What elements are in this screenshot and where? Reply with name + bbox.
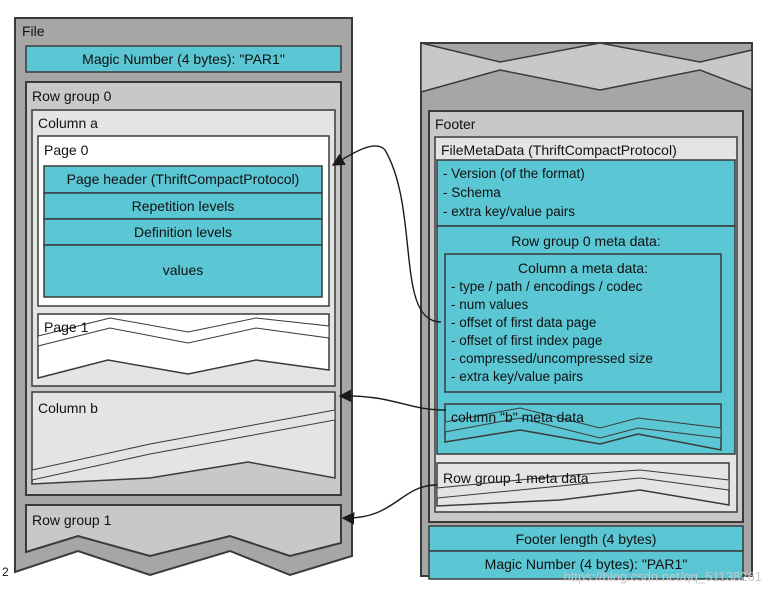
file-metadata-title: FileMetaData (ThriftCompactProtocol) (441, 142, 677, 158)
column-a-metadata-item: - offset of first data page (451, 315, 596, 330)
page-header-block (43, 165, 323, 194)
row-group-1-label: Row group 1 (32, 512, 112, 528)
magic-number-top-label: Magic Number (4 bytes): "PAR1" (82, 51, 285, 67)
row-group-1-metadata: Row group 1 meta data (436, 462, 730, 507)
column-a-metadata-item: - compressed/uncompressed size (451, 351, 653, 366)
column-a-metadata-item: - num values (451, 297, 529, 312)
row-group-0-metadata-title: Row group 0 meta data: (511, 233, 660, 249)
row-group-1-metadata-label: Row group 1 meta data (443, 470, 589, 486)
magic-number-top: Magic Number (4 bytes): "PAR1" (25, 45, 342, 73)
arrow-column-a-to-page-0 (331, 145, 442, 323)
magic-number-bottom-label: Magic Number (4 bytes): "PAR1" (485, 556, 688, 572)
file-label: File (22, 23, 45, 39)
column-a-metadata-item: - offset of first index page (451, 333, 602, 348)
column-b-metadata: column "b" meta data (444, 403, 722, 451)
column-a-metadata-title: Column a meta data: (518, 260, 648, 276)
footer-length-label: Footer length (4 bytes) (516, 531, 657, 547)
arrow-row-group-1-meta-to-row-group-1 (341, 484, 438, 525)
magic-number-bottom: Magic Number (4 bytes): "PAR1" (428, 550, 744, 580)
row-group-1: Row group 1 (25, 504, 342, 558)
column-a-metadata-item: - extra key/value pairs (451, 369, 583, 384)
page-0-label: Page 0 (44, 142, 89, 158)
column-a-metadata (444, 253, 722, 393)
definition-levels-label: Definition levels (134, 224, 232, 240)
column-a-metadata-item: - type / path / encodings / codec (451, 279, 643, 294)
file-metadata-item: - Schema (443, 185, 501, 200)
column-b: Column b (31, 391, 336, 485)
page-1: Page 1 (37, 313, 330, 379)
page-header-label: Page header (ThriftCompactProtocol) (67, 171, 300, 187)
watermark-text: https://blog.csdn.net/qq_51138261 (563, 569, 762, 584)
column-a-label: Column a (38, 115, 98, 131)
footer-length: Footer length (4 bytes) (428, 525, 744, 552)
page-0: Page 0 Page header (ThriftCompactProtoco… (37, 135, 330, 307)
arrow-column-b-meta-to-column-b (338, 389, 447, 411)
row-group-0-label: Row group 0 (32, 88, 112, 104)
file-metadata-item: - Version (of the format) (443, 166, 585, 181)
file-metadata-item: - extra key/value pairs (443, 204, 575, 219)
repetition-levels-label: Repetition levels (132, 198, 235, 214)
column-b-metadata-label: column "b" meta data (451, 409, 584, 425)
page-1-label: Page 1 (44, 319, 89, 335)
values-block (43, 244, 323, 298)
footer-label: Footer (435, 116, 476, 132)
page-prefix-text: 2 (2, 565, 9, 579)
values-label: values (163, 262, 203, 278)
column-b-label: Column b (38, 400, 98, 416)
